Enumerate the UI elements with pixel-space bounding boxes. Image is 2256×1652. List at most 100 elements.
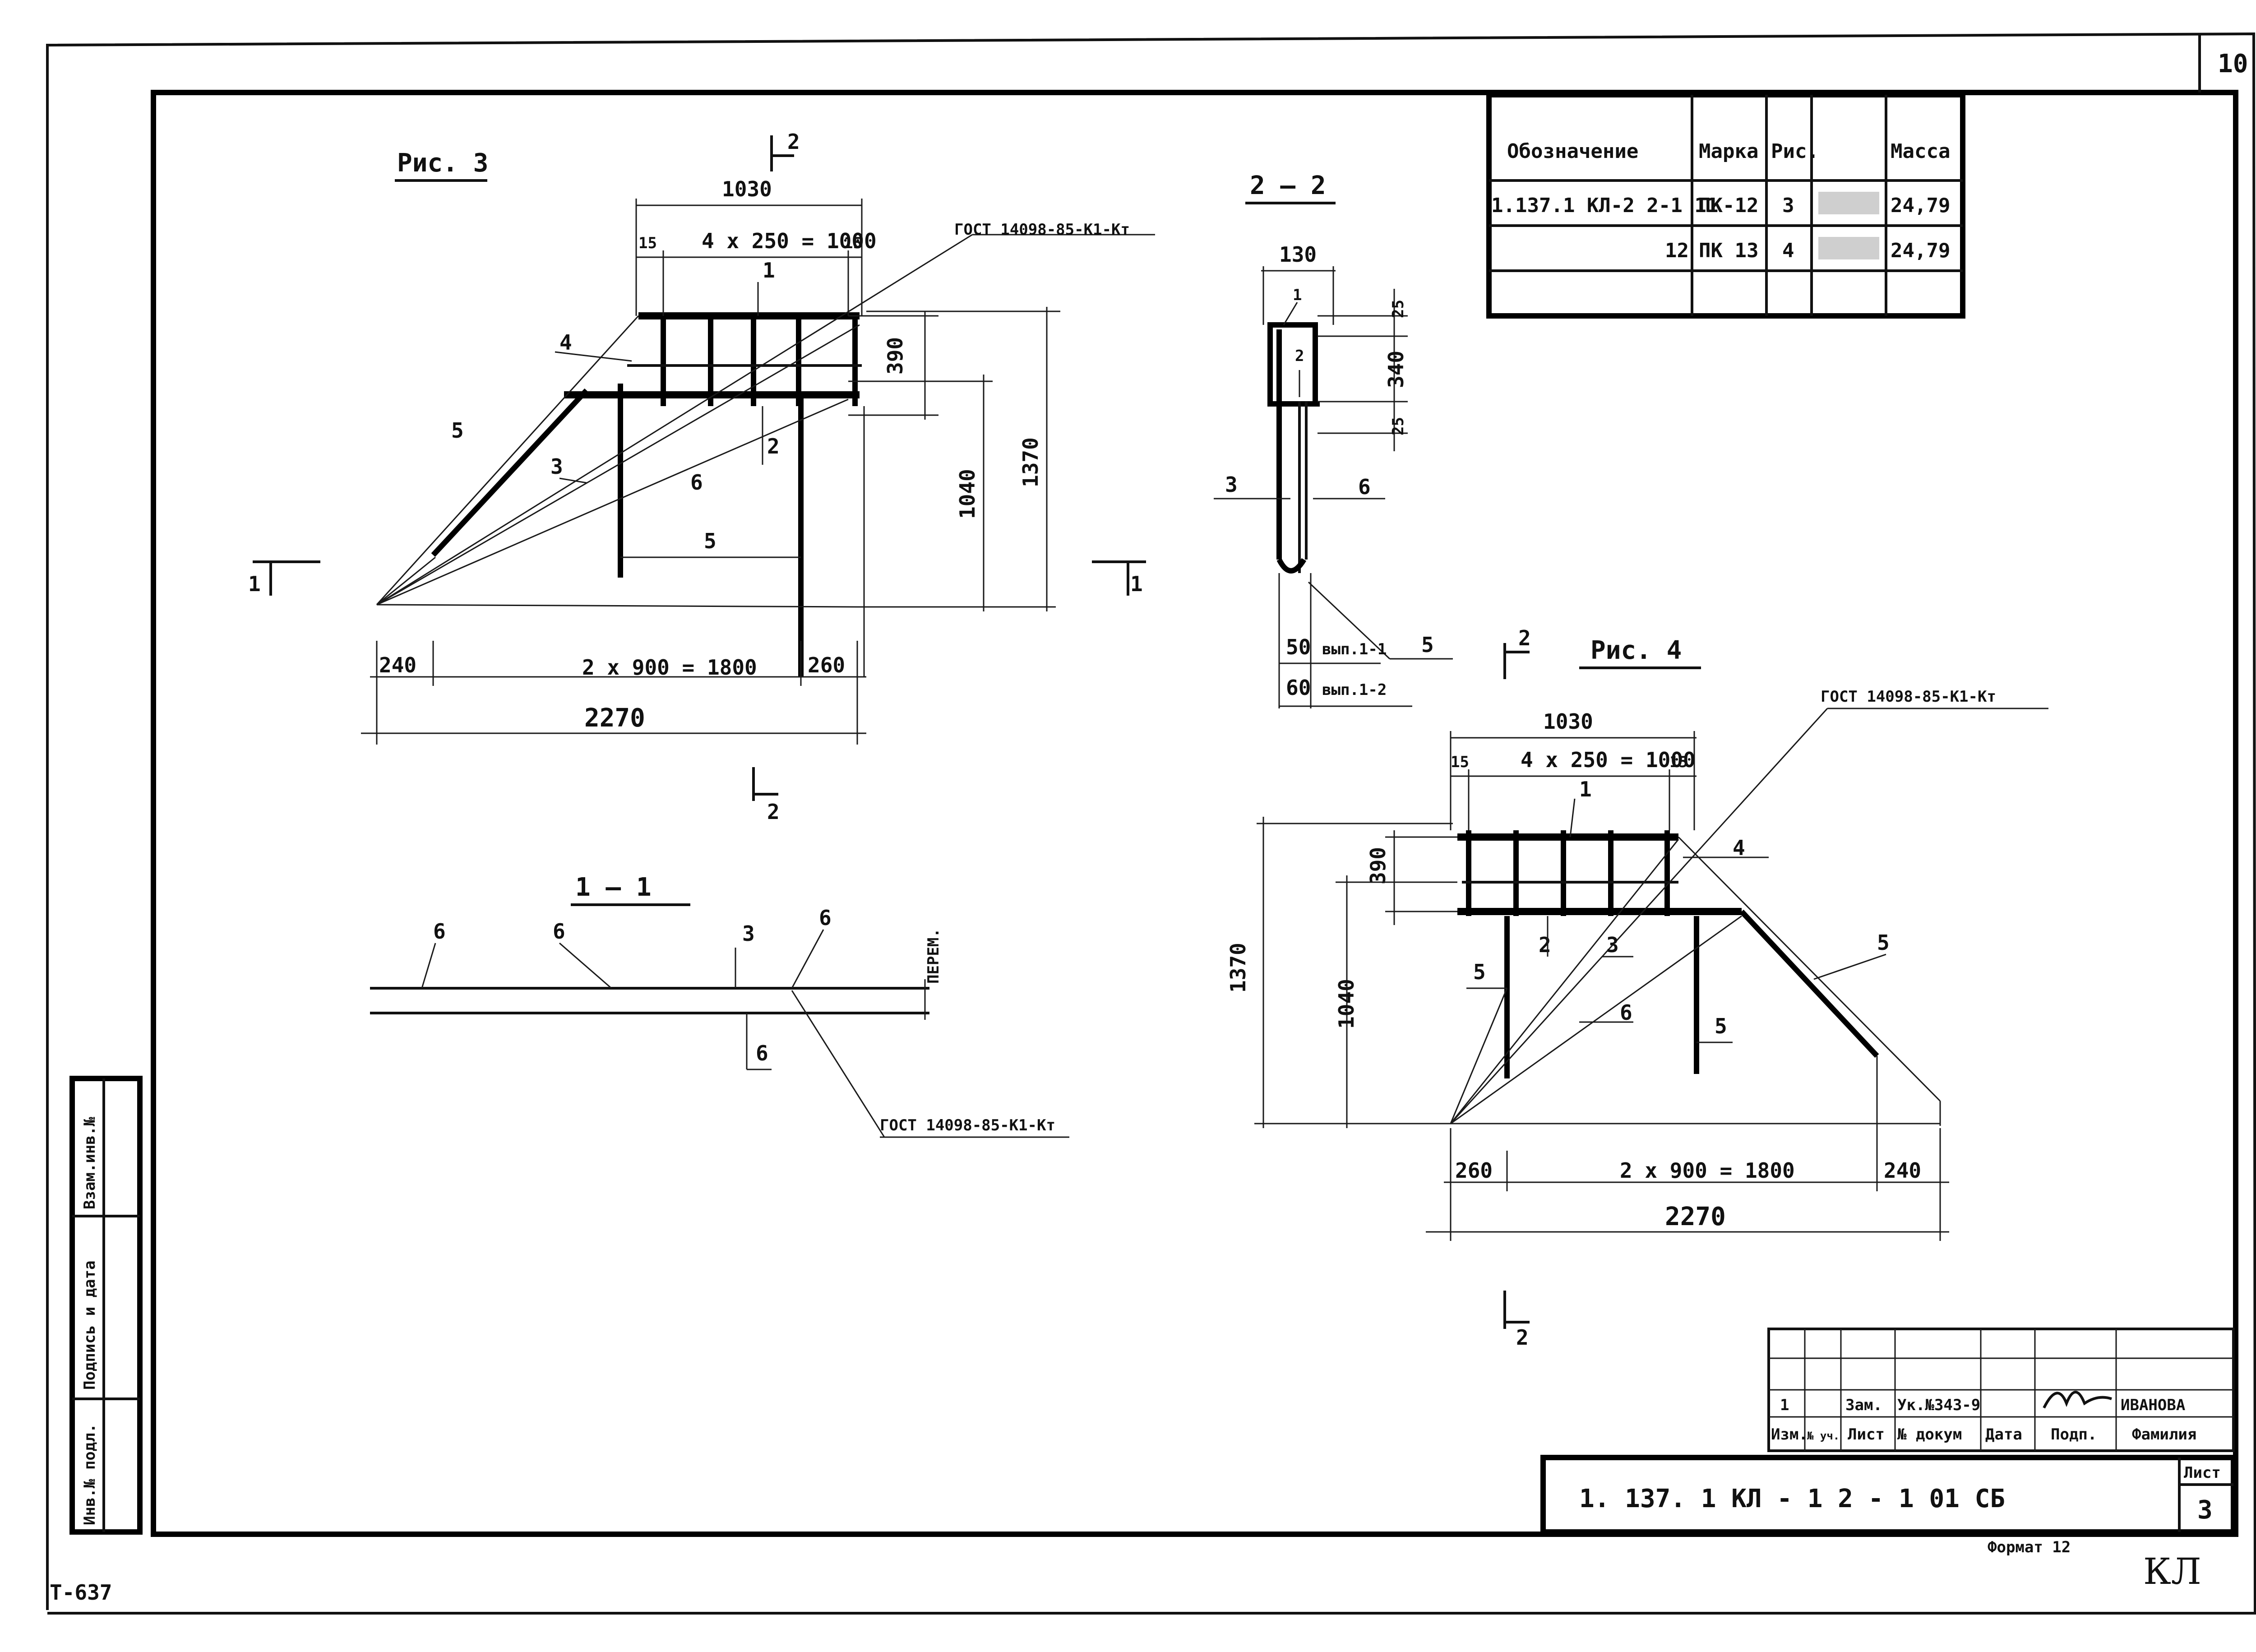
strip-label-replace-inv: Взам.инв.№ [81,1117,99,1209]
fig4-dim-total: 2270 [1665,1202,1726,1231]
fig4-dim-mesh: 4 х 250 = 1000 [1521,748,1696,772]
sec22-dim-340: 340 [1384,351,1408,388]
sec22-pos-2: 2 [1295,347,1304,365]
fig3-dim-right-small: 15 [844,234,862,252]
title-block: 1 Зам. Ук.№343-9 ИВАНОВА Изм. № уч. Лист… [1540,1328,2236,1556]
sec22-title: 2 — 2 [1250,171,1326,200]
tb-header-izm: Изм. [1771,1425,1808,1444]
fig3-dim-1040: 1040 [955,469,980,519]
sec11-pos-6a: 6 [433,919,446,944]
sec22-dim-130: 130 [1279,242,1317,267]
fig4-section-mark-top: 2 [1518,626,1531,650]
sheet-frame: 10 [46,32,2256,1615]
spec-table: Обозначение Марка Рис. Масса 1.137.1 КЛ-… [1486,92,1965,319]
spec-row1-mass: 24,79 [1891,194,1950,217]
fig4-dim-240: 240 [1884,1158,1921,1183]
spec-header-mass: Масса [1891,140,1950,163]
fig4-section-mark-bottom: 2 [1516,1325,1529,1350]
tb-header-date: Дата [1985,1425,2022,1444]
fig3-gost: ГОСТ 14098-85-К1-Кт [954,221,1130,239]
fig4-gost: ГОСТ 14098-85-К1-Кт [1821,688,1996,706]
fig3-pos-5-brace: 5 [451,418,464,443]
fig3-dim-total: 2270 [584,703,645,733]
sec22-out1-label: вып.1-1 [1322,640,1387,658]
fig4-dim-left-small: 15 [1451,753,1469,771]
tb-doc-code: 1. 137. 1 КЛ - 1 2 - 1 01 СБ [1579,1484,2005,1513]
sec11-gost: ГОСТ 14098-85-К1-Кт [880,1116,1055,1134]
tb-header-list: Лист [1848,1425,1885,1444]
fig4-pos-5-leg-right: 5 [1715,1014,1727,1038]
tb-header-sign: Подп. [2051,1425,2097,1444]
smudge-mark [1818,192,1879,214]
fig3-dim-left-small: 15 [638,234,657,252]
fig3-dim-390: 390 [883,337,907,375]
spec-row2-designation: 12 [1665,239,1689,262]
spec-row2-mass: 24,79 [1891,239,1950,262]
fig3-title: Рис. 3 [397,148,488,178]
fig3-pos-5-leg: 5 [704,529,717,553]
sec11-side-label: ПЕРЕМ. [925,928,943,984]
fig3-pos-2: 2 [767,434,780,458]
section-1-1: 1 — 1 ПЕРЕМ. 6 6 3 6 6 ГОСТ 14098-85-К1-… [370,873,1069,1138]
fig3-pos-4: 4 [559,330,572,355]
fig3-pos-1: 1 [763,258,775,282]
tb-format: Формат 12 [1988,1538,2071,1556]
tb-change-name: ИВАНОВА [2121,1396,2185,1414]
left-strip: Взам.инв.№ Подпись и дата Инв.№ подл. [69,1076,143,1535]
tb-change-doc: Ук.№343-9 [1897,1396,1980,1414]
spec-row1-fig: 3 [1782,194,1794,217]
fig4-pos-6: 6 [1620,1000,1632,1025]
fig3-dim-240: 240 [379,653,416,677]
figure-4: Рис. 4 2 2 1030 [1226,626,2048,1350]
fig4-pos-5-brace: 5 [1877,930,1890,955]
fig4-dim-top: 1030 [1543,709,1593,734]
fig4-title: Рис. 4 [1590,636,1682,665]
sec22-out1-val: 50 [1286,635,1311,659]
fig3-dim-mesh: 4 х 250 = 1000 [702,229,877,253]
corner-mark: КЛ [2143,1550,2201,1592]
fig3-section-mark-bottom: 2 [767,800,780,824]
tb-header-uch: № уч. [1807,1430,1840,1442]
fig3-dim-top: 1030 [722,177,772,201]
tb-sheet-number: 3 [2197,1495,2213,1525]
bottom-left-stamp: Т-637 [50,1580,112,1605]
signature-mark [2043,1391,2112,1409]
fig4-pos-2: 2 [1539,933,1551,957]
sec11-pos-3: 3 [742,921,755,946]
fig3-section-mark-top: 2 [787,130,800,154]
figure-3: Рис. 3 2 2 1 1 [248,130,1155,824]
fig4-dim-1040: 1040 [1334,979,1359,1029]
section-2-2: 2 — 2 130 25 340 25 1 2 3 6 5 [1214,171,1453,708]
strip-label-inv-original: Инв.№ подл. [81,1424,99,1525]
tb-change-num: 1 [1780,1396,1789,1414]
spec-header-fig: Рис. [1771,140,1819,163]
fig3-dim-260: 260 [808,653,845,677]
fig3-cut-mark-right: 1 [1130,572,1143,596]
fig3-dim-1370: 1370 [1018,437,1043,487]
sec22-pos-1: 1 [1293,286,1302,304]
strip-label-signature-date: Подпись и дата [81,1260,99,1390]
sec22-pos-3: 3 [1225,472,1238,497]
sec11-pos-6c: 6 [819,906,832,930]
fig3-cut-mark-left: 1 [248,572,261,596]
spec-header-mark: Марка [1699,140,1758,163]
sec11-pos-6d: 6 [756,1041,768,1065]
fig4-dim-span: 2 х 900 = 1800 [1620,1158,1795,1183]
sec11-pos-6b: 6 [553,919,565,944]
fig4-pos-5-leg-left: 5 [1473,960,1486,984]
corner-number: 10 [2218,49,2248,79]
spec-header-designation: Обозначение [1507,140,1638,163]
tb-sheet-label: Лист [2184,1464,2221,1482]
spec-row2-mark: ПК 13 [1699,239,1758,262]
fig4-dim-390: 390 [1366,847,1390,884]
tb-header-name: Фамилия [2132,1425,2196,1444]
sec11-title: 1 — 1 [575,873,652,902]
fig4-pos-1: 1 [1579,777,1592,801]
spec-row1-mark: ПК-12 [1699,194,1758,217]
sec22-out2-val: 60 [1286,676,1311,700]
sec22-out2-label: вып.1-2 [1322,681,1387,699]
fig4-dim-260: 260 [1455,1158,1493,1183]
sec22-pos-6: 6 [1358,475,1371,499]
spec-row1-designation: 1.137.1 КЛ-2 2-1 11 [1491,194,1718,217]
